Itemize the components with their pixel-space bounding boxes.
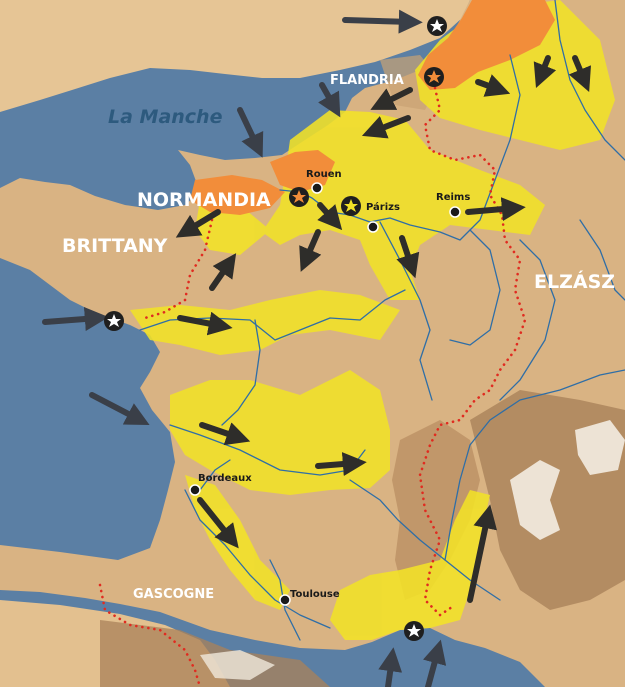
arrow-land-11 <box>209 253 237 291</box>
region-label-gascogne: GASCOGNE <box>133 587 214 602</box>
star-marker-normandia <box>289 187 309 207</box>
star-marker-parizs <box>341 196 361 216</box>
borders <box>98 86 527 687</box>
arrow-land-14 <box>315 452 367 477</box>
arrow-land-16 <box>467 504 498 603</box>
city-dot-rouen <box>311 182 323 194</box>
sea-arrows <box>42 9 447 687</box>
city-label-parizs: Párizs <box>366 201 400 213</box>
arrow-sea-2 <box>318 82 341 118</box>
star-marker-north-sea <box>427 16 447 36</box>
region-label-elzasz: ELZÁSZ <box>534 270 615 293</box>
arrow-sea-4 <box>42 307 109 331</box>
city-dot-toulouse <box>279 594 291 606</box>
arrow-sea-3 <box>237 107 264 158</box>
core-areas <box>190 0 555 215</box>
region-label-normandia: NORMANDIA <box>137 189 271 211</box>
arrow-land-2 <box>361 115 411 139</box>
star-marker-mediterranean <box>404 621 424 641</box>
city-dot-parizs-south <box>367 221 379 233</box>
region-label-brittany: BRITTANY <box>62 235 168 257</box>
city-label-rouen: Rouen <box>306 169 342 180</box>
arrow-land-10 <box>175 209 221 238</box>
arrow-land-12 <box>177 311 233 336</box>
city-dot-bordeaux <box>189 484 201 496</box>
region-label-flandria: FLANDRIA <box>330 73 404 88</box>
arrow-land-1 <box>370 87 413 110</box>
sea-label: La Manche <box>108 106 223 128</box>
arrow-land-9 <box>396 235 420 279</box>
arrow-sea-1 <box>342 9 423 34</box>
relief <box>100 55 625 687</box>
arrow-land-13 <box>199 422 251 446</box>
city-label-toulouse: Toulouse <box>290 589 340 600</box>
arrow-land-5 <box>568 55 591 92</box>
city-dot-reims <box>449 206 461 218</box>
city-dots <box>189 182 461 606</box>
city-label-bordeaux: Bordeaux <box>198 473 252 484</box>
arrow-land-15 <box>197 497 239 549</box>
star-marker-brittany <box>104 311 124 331</box>
arrow-sea-7 <box>422 639 447 687</box>
arrow-land-8 <box>299 229 322 272</box>
arrow-land-4 <box>533 55 557 89</box>
land-arrows <box>175 55 591 603</box>
arrow-land-6 <box>465 197 526 222</box>
arrow-sea-6 <box>378 647 403 687</box>
england-land <box>0 0 470 112</box>
star-markers <box>104 16 447 641</box>
arrow-land-7 <box>317 202 343 231</box>
star-marker-flandria <box>424 67 444 87</box>
city-label-reims: Reims <box>436 192 470 203</box>
arrow-sea-5 <box>89 392 150 425</box>
arrow-land-3 <box>475 74 511 97</box>
